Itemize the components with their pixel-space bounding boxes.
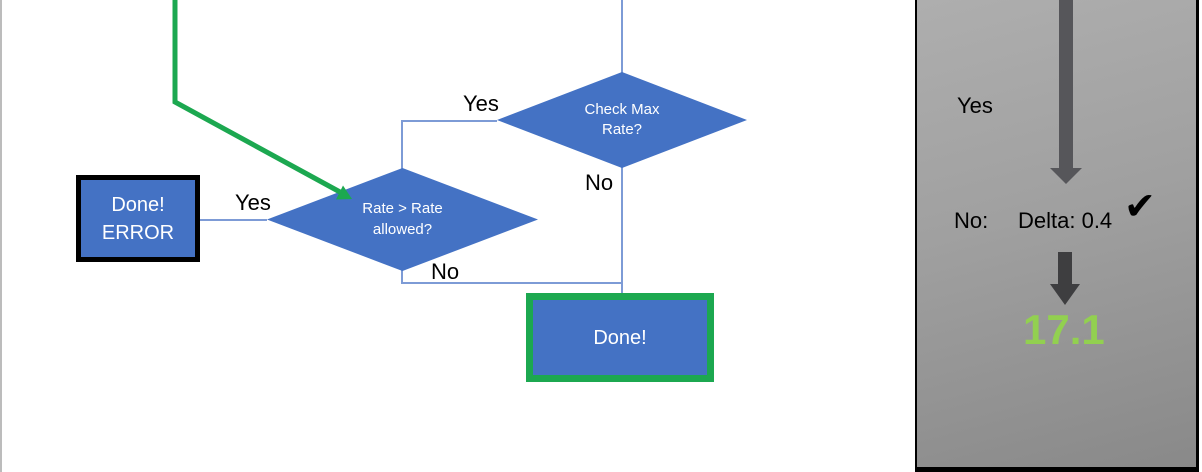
decision-check-max-rate-line2: Rate?	[601, 121, 643, 138]
panel-no-label: No:	[954, 208, 989, 233]
side-panel-right-border	[1196, 0, 1199, 472]
decision-rate-allowed-line1: Rate > Rate	[362, 200, 443, 218]
decision-rate-allowed-line2: allowed?	[372, 220, 433, 238]
connector-check-max-yes	[401, 120, 497, 170]
done-error-box-line1: Done!	[111, 193, 165, 216]
rate-no-label: No	[431, 259, 460, 284]
done-error-box: Done! ERROR	[76, 175, 200, 262]
panel-yes-label: Yes	[957, 93, 993, 118]
side-panel-bottom-border	[915, 467, 1199, 472]
decision-rate-allowed: Rate > Rate allowed?	[267, 168, 538, 271]
checkmark-icon: ✔	[1124, 186, 1156, 228]
done-box-label: Done!	[593, 326, 647, 349]
check-max-yes-label: Yes	[463, 91, 499, 116]
decision-check-max-rate: Check Max Rate?	[497, 72, 747, 168]
done-box: Done!	[526, 293, 714, 382]
panel-result-value: 17.1	[1023, 306, 1105, 353]
green-flow-arrow-line	[172, 0, 342, 195]
side-panel	[915, 0, 1196, 467]
decision-check-max-rate-line1: Check Max	[584, 100, 660, 118]
panel-delta-value: Delta: 0.4	[1018, 208, 1113, 233]
done-error-box-line2: ERROR	[101, 221, 175, 244]
slide-left-edge	[0, 0, 2, 472]
rate-yes-label: Yes	[235, 190, 271, 215]
check-max-no-label: No	[585, 170, 614, 195]
